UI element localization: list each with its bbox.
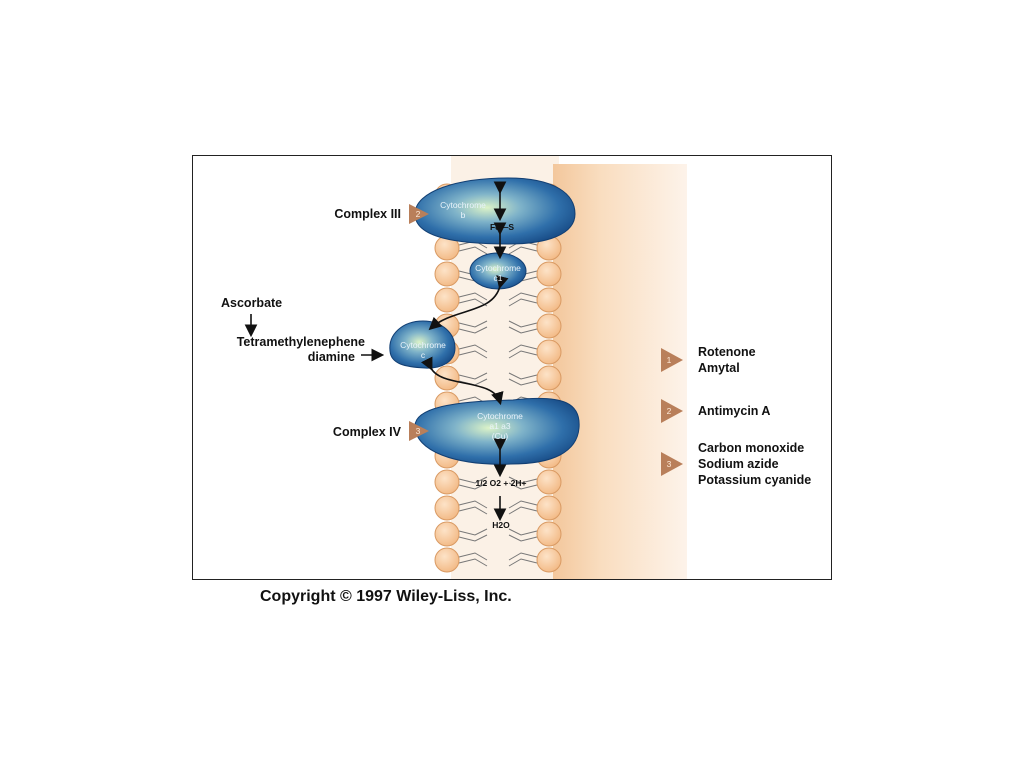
lipid-head <box>536 365 562 391</box>
lipid-head <box>536 547 562 573</box>
lipid-tail <box>508 500 538 509</box>
copyright-notice: Copyright © 1997 Wiley-Liss, Inc. <box>260 588 512 605</box>
electron-transport-diagram: 2 3 1 2 3 Cytochrome b Fe—S Cytochrome c… <box>192 155 832 580</box>
lipid-head <box>434 365 460 391</box>
lipid-head <box>536 287 562 313</box>
lipid-head <box>536 313 562 339</box>
legend-marker-2-number: 2 <box>666 406 672 416</box>
lipid-tail <box>508 476 538 484</box>
cytochrome-aa3-label-line2: a1 a3 <box>489 421 511 431</box>
legend-marker-2 <box>661 399 683 423</box>
ascorbate-label: Ascorbate <box>221 296 283 310</box>
lipid-tail <box>508 344 538 353</box>
complex-iv-marker <box>409 421 429 441</box>
cytochrome-c-label-line2: c <box>420 350 426 360</box>
lipid-head <box>434 287 460 313</box>
cytochrome-aa3-label-line3: (Cu) <box>491 431 509 441</box>
electron-flow-arrows <box>244 181 509 522</box>
cytochrome-b-label-line1: Cytochrome <box>440 200 486 210</box>
lipid-tail <box>458 350 488 359</box>
legend-marker-3 <box>661 452 683 476</box>
lipid-tail <box>458 534 488 542</box>
arrow-c1-to-c <box>428 275 509 331</box>
lipid-head <box>536 521 562 547</box>
tmpd-label-line2: diamine <box>307 350 355 364</box>
lipid-tail <box>508 320 538 328</box>
lipid-tail <box>508 372 538 380</box>
legend-3-line3: Potassium cyanide <box>698 473 812 487</box>
lipid-tail <box>508 552 538 561</box>
lipid-tail <box>508 482 538 490</box>
lipid-tail <box>458 500 488 509</box>
lipid-tail <box>458 482 488 490</box>
lipid-tail <box>508 506 538 515</box>
lipid-tail <box>508 558 538 567</box>
lipid-tail <box>458 344 488 353</box>
cytochrome-c1-label-line2: c1 <box>493 273 503 283</box>
complex-iii-marker <box>409 204 429 224</box>
legend-1-line1: Rotenone <box>698 345 756 359</box>
complex-iii-marker-number: 2 <box>415 209 421 219</box>
lipid-tail <box>508 528 538 536</box>
cytochrome-c-protein <box>389 320 456 369</box>
lipid-tail <box>508 326 538 334</box>
lipid-head <box>434 261 460 287</box>
legend-3-line2: Sodium azide <box>698 457 779 471</box>
lipid-head <box>434 547 460 573</box>
lipid-tail <box>458 506 488 515</box>
lipid-tail <box>458 558 488 567</box>
diagram-canvas <box>244 156 687 579</box>
arrow-c-to-aa3 <box>420 356 504 406</box>
cytochrome-c1-label-line1: Cytochrome <box>475 263 521 273</box>
lipid-tail <box>508 350 538 359</box>
lipid-head <box>536 469 562 495</box>
lipid-tail <box>508 298 538 307</box>
lipid-head <box>536 261 562 287</box>
lipid-tail <box>508 292 538 301</box>
complex-iv-marker-number: 3 <box>415 426 421 436</box>
fe-s-label: Fe—S <box>489 222 515 232</box>
lipid-head <box>536 495 562 521</box>
matrix-band <box>553 164 687 579</box>
cytochrome-aa3-label-line1: Cytochrome <box>477 411 523 421</box>
lipid-tail <box>508 534 538 542</box>
tmpd-label-line1: Tetramethylenephene <box>236 335 365 349</box>
water-label: H2O <box>492 520 510 530</box>
legend-2-line1: Antimycin A <box>698 404 771 418</box>
legend-marker-3-number: 3 <box>666 459 672 469</box>
legend-3-line1: Carbon monoxide <box>698 441 805 455</box>
lipid-tail <box>508 246 538 255</box>
lipid-head <box>434 495 460 521</box>
lipid-head <box>536 339 562 365</box>
legend-marker-1-number: 1 <box>666 355 672 365</box>
complex-iv-label: Complex IV <box>332 425 401 439</box>
cytochrome-b-label-line2: b <box>460 210 466 220</box>
cytochrome-c-label-line1: Cytochrome <box>400 340 446 350</box>
lipid-head <box>434 469 460 495</box>
lipid-tail <box>458 246 488 255</box>
lipid-tail <box>458 528 488 536</box>
lipid-tail <box>458 476 488 484</box>
lipid-tail <box>508 378 538 386</box>
lipid-head <box>434 521 460 547</box>
legend-1-line2: Amytal <box>698 361 740 375</box>
complex-iii-label: Complex III <box>334 207 401 221</box>
lipid-tail <box>458 552 488 561</box>
oxygen-label: 1/2 O2 + 2H+ <box>475 478 527 488</box>
legend-marker-1 <box>661 348 683 372</box>
